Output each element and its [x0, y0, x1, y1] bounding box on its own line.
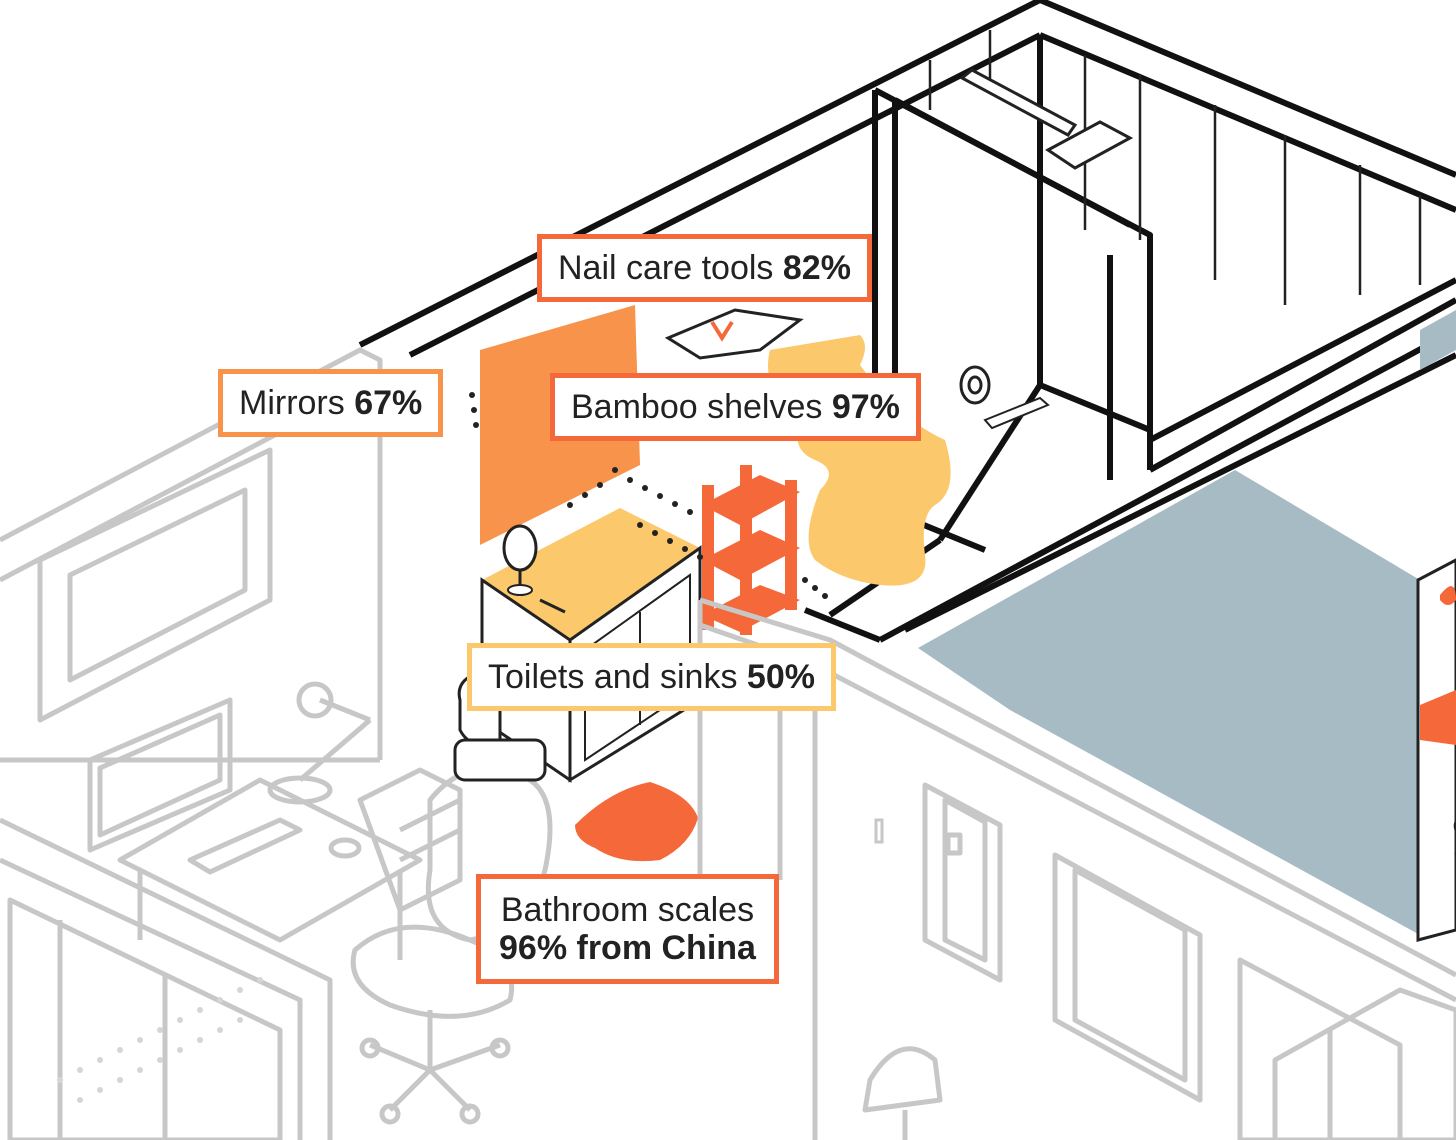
- label-mirrors-text: Mirrors: [239, 384, 345, 422]
- label-nail-care-tools: Nail care tools 82%: [537, 234, 872, 302]
- shower-panels: [928, 30, 1422, 305]
- dotted-pattern: [57, 977, 263, 1103]
- shower-head: [959, 68, 1134, 170]
- bathroom-scale: [575, 782, 698, 862]
- label-mirrors-value: 67%: [354, 384, 423, 422]
- label-bathroom-scales-value: 96% from China: [499, 929, 756, 967]
- label-toilets-and-sinks-text: Toilets and sinks: [488, 658, 738, 696]
- label-bathroom-scales: Bathroom scales 96% from China: [476, 874, 779, 984]
- label-toilets-and-sinks: Toilets and sinks 50%: [467, 643, 836, 711]
- shower-drain: [983, 396, 1050, 430]
- left-room-outline: [0, 347, 553, 1140]
- connector-dots: [469, 392, 828, 599]
- label-bathroom-scales-text: Bathroom scales: [500, 891, 755, 929]
- right-room-objects: [1416, 310, 1456, 942]
- bed: [918, 470, 1420, 935]
- label-mirrors: Mirrors 67%: [218, 369, 444, 437]
- toilet-paper-icon: [959, 365, 991, 405]
- nail-care-shelf: [664, 308, 804, 360]
- label-bamboo-shelves-value: 97%: [831, 388, 900, 426]
- label-toilets-and-sinks-value: 50%: [746, 658, 815, 696]
- label-bamboo-shelves-text: Bamboo shelves: [571, 388, 823, 426]
- bamboo-shelves: [702, 465, 800, 635]
- label-nail-care-tools-value: 82%: [782, 249, 851, 287]
- right-room-outline: [697, 597, 1456, 1140]
- label-nail-care-tools-text: Nail care tools: [558, 249, 774, 287]
- door-handle: [874, 818, 884, 844]
- label-bamboo-shelves: Bamboo shelves 97%: [550, 373, 921, 441]
